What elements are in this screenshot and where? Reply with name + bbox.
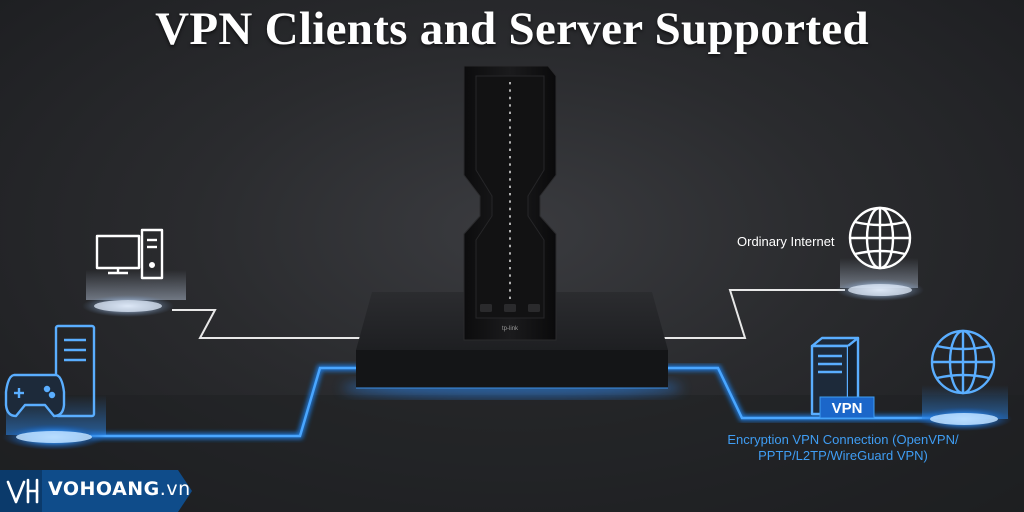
encryption-vpn-line-2: PPTP/L2TP/WireGuard VPN) <box>758 448 928 463</box>
gaming-device-group <box>2 324 106 450</box>
ordinary-internet-group <box>836 206 924 301</box>
brand-name-main: VOHOANG <box>48 478 160 500</box>
router-device: tp-link <box>463 65 557 341</box>
white-connection-lines <box>172 289 845 339</box>
pc-tower-icon <box>54 324 96 418</box>
brand-logo-icon <box>6 478 39 504</box>
encryption-vpn-label: Encryption VPN Connection (OpenVPN/ PPTP… <box>712 432 974 464</box>
vpn-badge <box>819 396 875 419</box>
vpn-badge-text: VPN <box>832 400 863 417</box>
brand-name-suffix: .vn <box>159 478 191 500</box>
brand-name: VOHOANG.vn <box>48 478 191 500</box>
router-logo: tp-link <box>502 326 519 332</box>
vpn-server-group: VPN <box>810 336 875 419</box>
ordinary-internet-label: Ordinary Internet <box>737 234 835 249</box>
globe-icon <box>930 329 996 395</box>
encryption-vpn-line-1: Encryption VPN Connection (OpenVPN/ <box>727 432 959 447</box>
router-platform <box>342 292 682 398</box>
desktop-computer-icon <box>95 228 164 280</box>
desktop-computer-group <box>82 228 186 317</box>
page-title: VPN Clients and Server Supported <box>155 3 869 55</box>
vpn-internet-group <box>916 329 1012 431</box>
gamepad-icon <box>4 373 66 418</box>
globe-icon <box>848 206 912 270</box>
brand-banner <box>0 470 192 512</box>
